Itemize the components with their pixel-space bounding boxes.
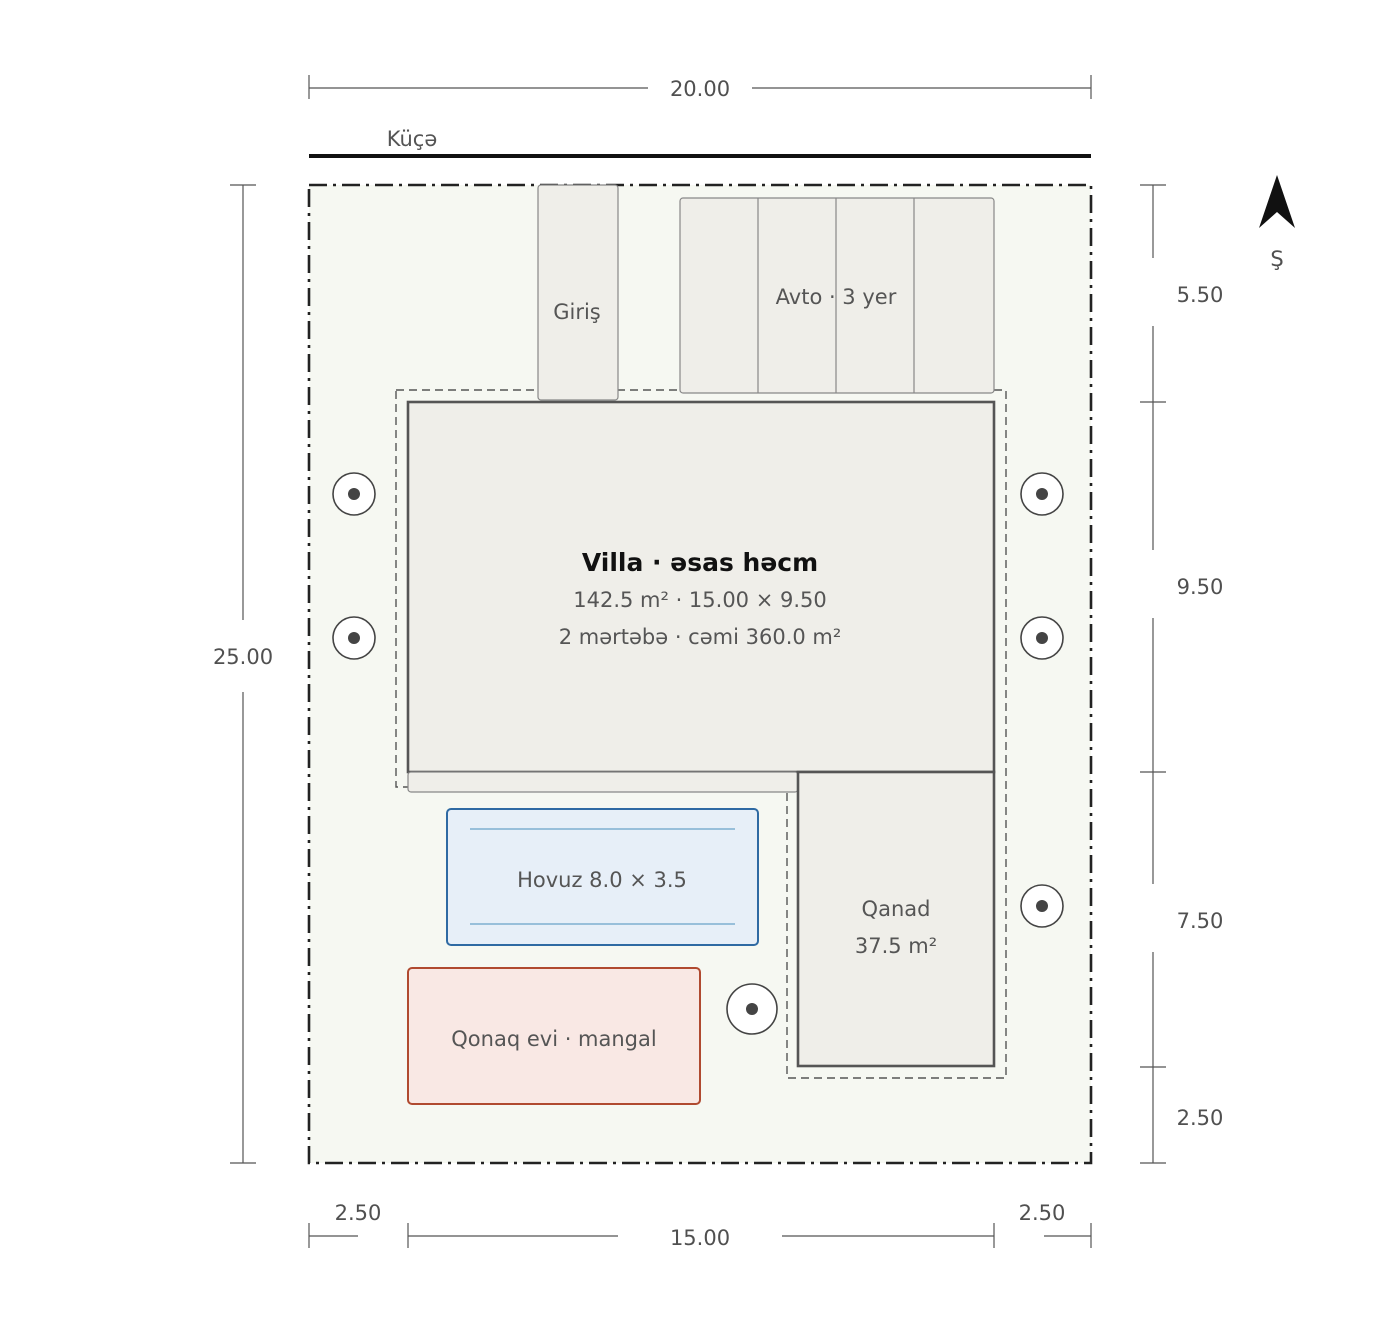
terrace-strip	[407, 771, 799, 793]
left-height-label: 25.00	[213, 645, 273, 669]
entrance-path: Giriş	[537, 184, 619, 401]
guest-house: Qonaq evi · mangal	[407, 967, 701, 1105]
bottom-left-label: 2.50	[335, 1201, 382, 1225]
wing-area: 37.5 m²	[855, 934, 937, 958]
north-arrow-icon	[1259, 175, 1295, 228]
guest-house-label: Qonaq evi · mangal	[451, 1027, 656, 1051]
pool: Hovuz 8.0 × 3.5	[446, 808, 759, 946]
bottom-dimension: 2.50 15.00 2.50	[308, 1201, 1092, 1250]
right-dimension: 5.50 9.50 7.50 2.50	[1140, 184, 1224, 1164]
parking-label: Avto · 3 yer	[776, 285, 897, 309]
pool-label: Hovuz 8.0 × 3.5	[517, 868, 687, 892]
villa-area: 142.5 m² · 15.00 × 9.50	[573, 588, 827, 612]
wing-title: Qanad	[862, 897, 931, 921]
villa-main-volume: Villa · əsas həcm 142.5 m² · 15.00 × 9.5…	[406, 400, 996, 774]
bottom-middle-label: 15.00	[670, 1226, 730, 1250]
bottom-right-label: 2.50	[1019, 1201, 1066, 1225]
tree-icon	[1020, 472, 1064, 516]
right-dim-segment-1: 5.50	[1177, 283, 1224, 307]
top-dimension: 20.00	[308, 75, 1092, 101]
north-label: Ş	[1270, 247, 1283, 271]
parking-area: Avto · 3 yer	[679, 197, 995, 394]
right-dim-segment-3: 7.50	[1177, 909, 1224, 933]
setback-line	[395, 389, 1007, 1079]
entrance-label: Giriş	[553, 300, 601, 324]
tree-icon	[1020, 884, 1064, 928]
top-width-label: 20.00	[670, 77, 730, 101]
villa-wing: Qanad 37.5 m²	[796, 770, 996, 1068]
tree-icon	[332, 472, 376, 516]
right-dim-segment-2: 9.50	[1177, 575, 1224, 599]
street-label: Küçə	[387, 127, 438, 151]
left-dimension: 25.00	[213, 184, 273, 1164]
villa-title: Villa · əsas həcm	[582, 548, 818, 577]
villa-floors: 2 mərtəbə · cəmi 360.0 m²	[559, 625, 842, 649]
tree-icon	[332, 616, 376, 660]
tree-icon	[726, 983, 778, 1035]
right-dim-segment-4: 2.50	[1177, 1106, 1224, 1130]
tree-icon	[1020, 616, 1064, 660]
